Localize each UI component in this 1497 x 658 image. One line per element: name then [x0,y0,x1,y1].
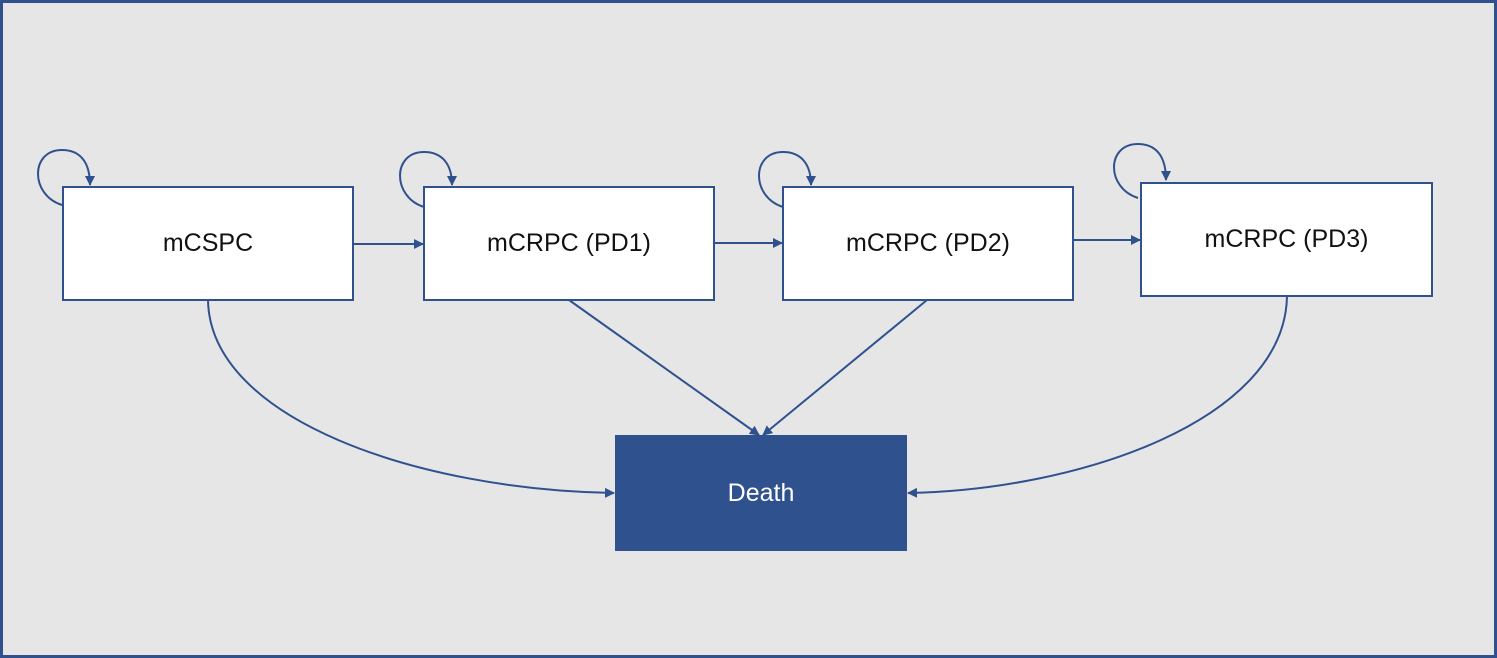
state-label: mCRPC (PD1) [487,229,651,257]
self-loop-pd2 [758,150,816,208]
self-loop-mcspc [37,148,95,206]
self-loop-pd3 [1113,142,1171,199]
state-label: mCRPC (PD3) [1204,225,1369,253]
edge-mcspc-death [207,299,615,498]
edge-pd2-death [762,299,928,436]
state-label: mCRPC (PD2) [846,229,1010,257]
state-mcspc: mCSPC [62,186,354,301]
edge-pd1-death [568,299,760,436]
state-mcrpc-pd2: mCRPC (PD2) [782,186,1074,301]
state-label: mCSPC [162,229,254,257]
edge-pd3-death [907,295,1288,498]
state-mcrpc-pd1: mCRPC (PD1) [423,186,715,301]
state-mcrpc-pd3: mCRPC (PD3) [1140,182,1433,297]
self-loop-pd1 [399,150,457,208]
state-death: Death [615,435,907,551]
state-label: Death [727,478,795,507]
